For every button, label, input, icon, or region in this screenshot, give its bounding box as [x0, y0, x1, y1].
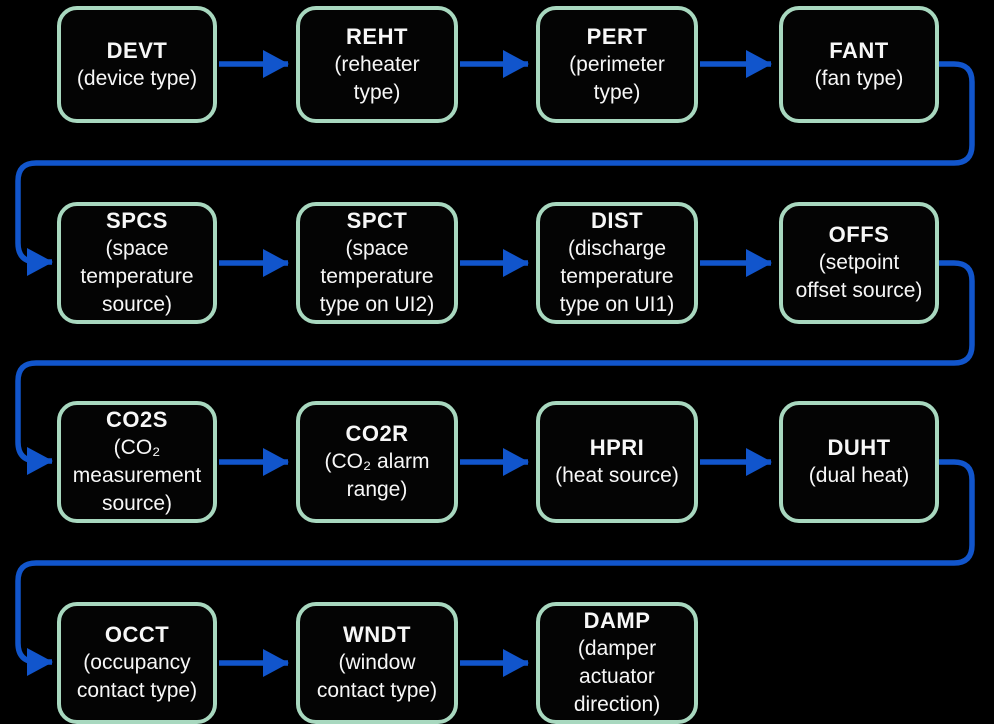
node-occt: OCCT (occupancy contact type): [57, 602, 217, 724]
node-duht-code: DUHT: [827, 435, 891, 460]
wrap-arrow-offs-co2s: [15, 260, 975, 475]
node-pert: PERT (perimeter type): [536, 6, 698, 123]
node-hpri-desc: (heat source): [555, 464, 679, 487]
node-damp-desc: (damper actuator direction): [573, 637, 661, 716]
node-spcs-desc: (space temperature source): [80, 237, 194, 316]
node-spcs-code: SPCS: [106, 208, 168, 233]
node-dist-desc: (discharge temperature type on UI1): [559, 237, 675, 316]
node-spcs: SPCS (space temperature source): [57, 202, 217, 324]
node-occt-code: OCCT: [104, 622, 170, 647]
node-wndt-code: WNDT: [343, 622, 411, 647]
node-dist: DIST (discharge temperature type on UI1): [536, 202, 698, 324]
node-co2r: CO2R (CO₂ alarm range): [296, 401, 458, 523]
node-wndt-desc: (window contact type): [316, 651, 438, 702]
node-wndt: WNDT (window contact type): [296, 602, 458, 724]
node-damp: DAMP (damper actuator direction): [536, 602, 698, 724]
node-co2r-desc: (CO₂ alarm range): [324, 450, 430, 501]
node-damp-code: DAMP: [583, 608, 651, 633]
node-offs: OFFS (setpoint offset source): [779, 202, 939, 324]
node-fant: FANT (fan type): [779, 6, 939, 123]
node-hpri: HPRI (heat source): [536, 401, 698, 523]
node-spct-desc: (space temperature type on UI2): [319, 237, 435, 316]
node-spct-code: SPCT: [346, 208, 408, 233]
node-duht: DUHT (dual heat): [779, 401, 939, 523]
node-co2s: CO2S (CO₂ measurement source): [57, 401, 217, 523]
node-co2r-code: CO2R: [345, 421, 409, 446]
node-hpri-code: HPRI: [589, 435, 645, 460]
node-devt-code: DEVT: [106, 37, 168, 63]
wrap-arrow-fant-spcs: [15, 61, 975, 276]
node-co2s-desc: (CO₂ measurement source): [72, 436, 202, 515]
wrap-arrow-duht-occt: [15, 459, 975, 676]
node-duht-desc: (dual heat): [808, 464, 910, 487]
node-devt: DEVT (device type): [57, 6, 217, 123]
node-devt-desc: (device type): [76, 66, 198, 90]
node-pert-code: PERT: [586, 23, 648, 49]
node-reht: REHT (reheater type): [296, 6, 458, 123]
node-co2s-code: CO2S: [106, 407, 168, 432]
node-dist-code: DIST: [590, 208, 644, 233]
node-occt-desc: (occupancy contact type): [76, 651, 198, 702]
node-reht-desc: (reheater type): [334, 52, 420, 104]
node-fant-code: FANT: [829, 37, 889, 63]
node-reht-code: REHT: [346, 23, 408, 49]
node-spct: SPCT (space temperature type on UI2): [296, 202, 458, 324]
node-pert-desc: (perimeter type): [569, 52, 665, 104]
node-offs-desc: (setpoint offset source): [795, 251, 923, 302]
node-fant-desc: (fan type): [814, 66, 904, 90]
node-offs-code: OFFS: [828, 222, 890, 247]
